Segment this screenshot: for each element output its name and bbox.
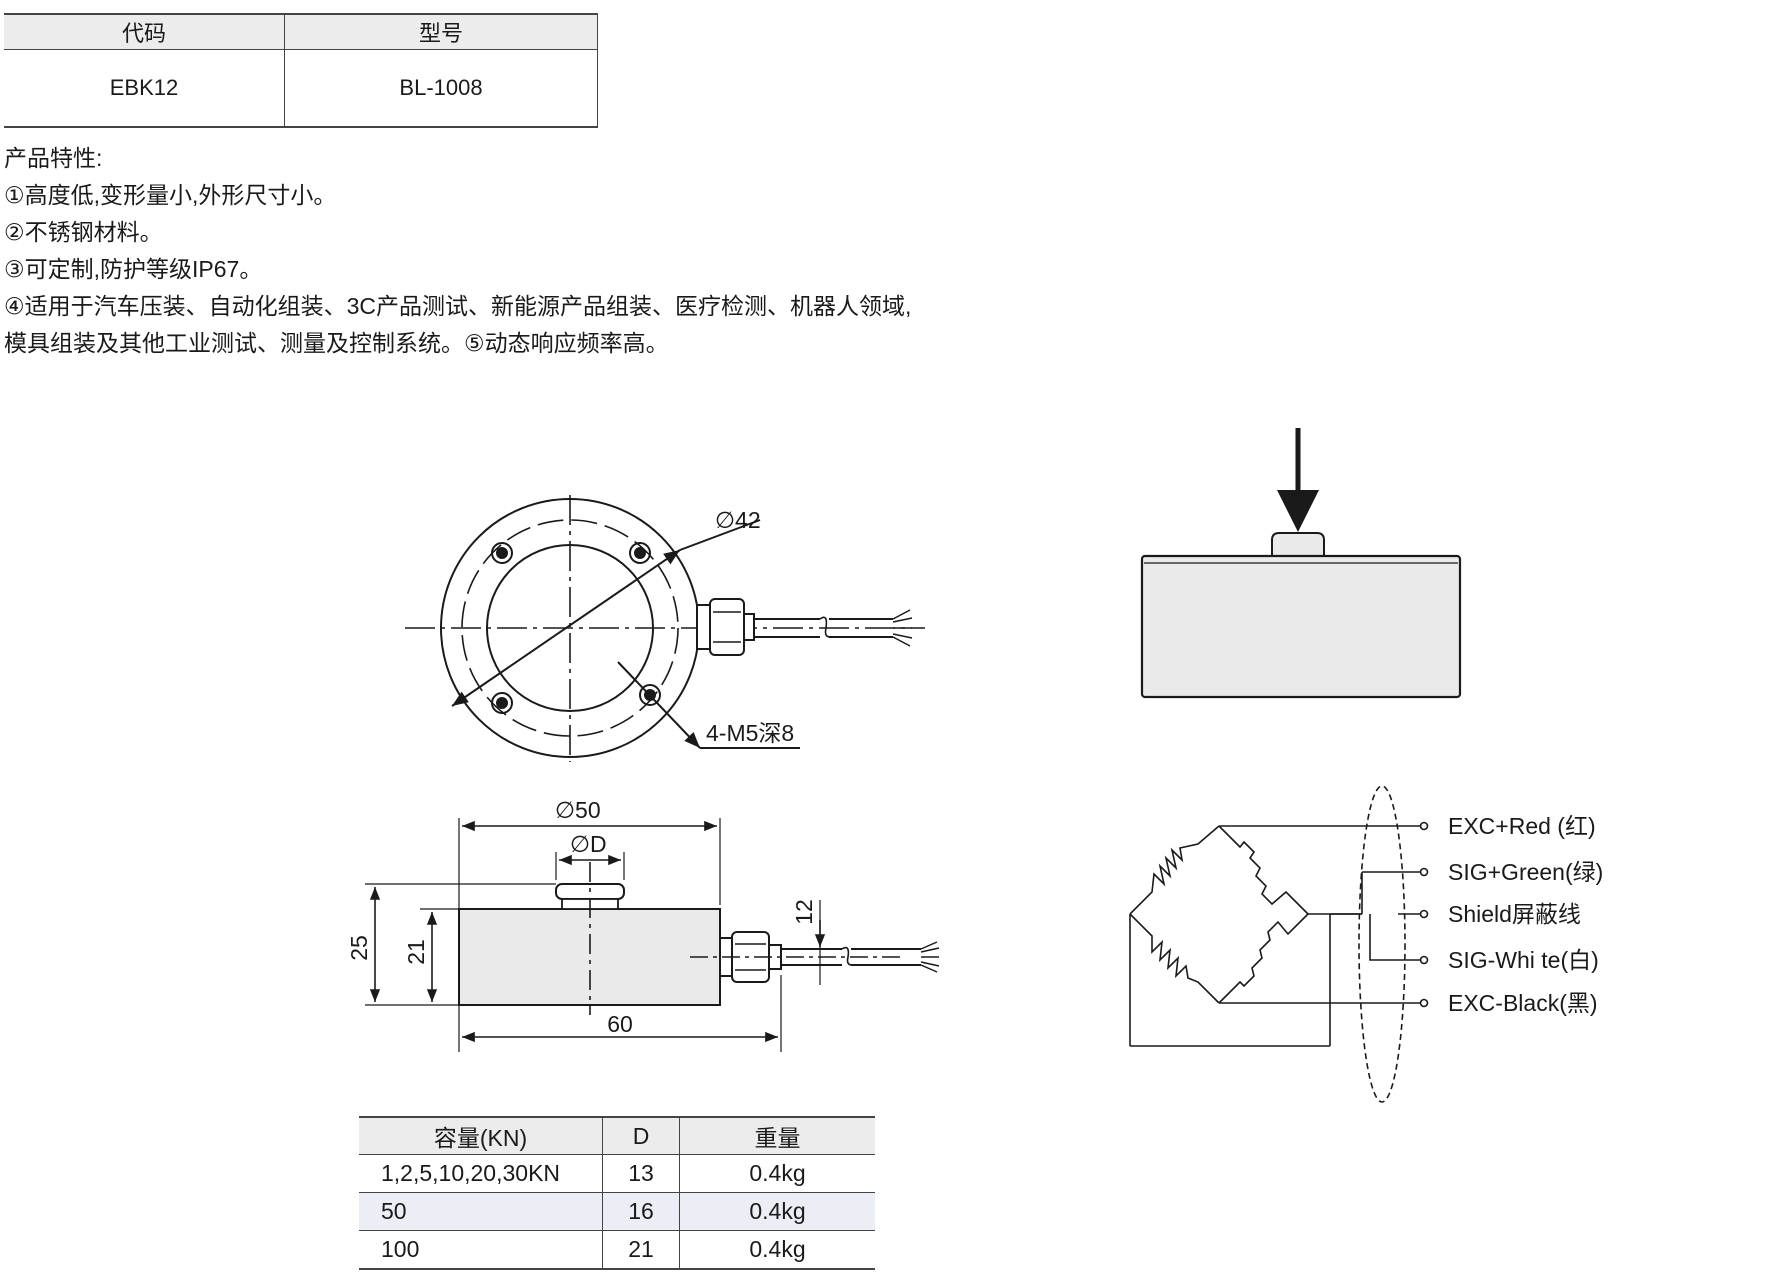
dim-overall-length: 60 [607,1011,633,1037]
dim-height-total: 25 [346,935,372,961]
weight-cell: 0.4kg [679,1230,875,1270]
front-view [365,818,940,1052]
d-cell: 16 [602,1192,680,1231]
capacity-cell: 50 [359,1192,603,1231]
code-value: EBK12 [4,49,285,128]
table-row: 100 21 0.4kg [359,1230,875,1270]
capacity-cell: 1,2,5,10,20,30KN [359,1154,603,1193]
table-row: 50 16 0.4kg [359,1192,875,1231]
header-model: 型号 [284,13,598,50]
code-table-header: 代码 型号 [4,13,598,50]
wire-label-exc-minus: EXC-Black(黑) [1448,990,1598,1016]
feature-line: ③可定制,防护等级IP67。 [4,256,263,282]
feature-line: 模具组装及其他工业测试、测量及控制系统。⑤动态响应频率高。 [4,330,669,356]
model-value: BL-1008 [284,49,598,128]
weight-cell: 0.4kg [679,1154,875,1193]
wire-label-sig-minus: SIG-Whi te(白) [1448,947,1599,973]
dim-height-body: 21 [403,939,429,965]
table-row: EBK12 BL-1008 [4,49,598,128]
dim-top-diameter: ∅42 [715,507,761,533]
product-features: 产品特性: ①高度低,变形量小,外形尺寸小。 ②不锈钢材料。 ③可定制,防护等级… [4,140,911,362]
table-row: 1,2,5,10,20,30KN 13 0.4kg [359,1154,875,1193]
dim-thread: 4-M5深8 [706,720,794,746]
dim-cable-offset: 12 [791,899,817,925]
header-weight: 重量 [679,1116,875,1155]
top-view [405,495,925,762]
wire-label-exc-plus: EXC+Red (红) [1448,813,1596,839]
capacity-table: 容量(KN) D 重量 1,2,5,10,20,30KN 13 0.4kg 50… [359,1116,875,1270]
feature-line: ①高度低,变形量小,外形尺寸小。 [4,182,337,208]
wire-label-sig-plus: SIG+Green(绿) [1448,859,1603,885]
load-diagram [1140,428,1462,699]
feature-line: ②不锈钢材料。 [4,219,163,245]
capacity-cell: 100 [359,1230,603,1270]
feature-line: ④适用于汽车压装、自动化组装、3C产品测试、新能源产品组装、医疗检测、机器人领域… [4,293,912,319]
header-d: D [602,1116,680,1155]
wiring-diagram [1129,785,1429,1103]
wire-label-shield: Shield屏蔽线 [1448,901,1581,927]
header-code: 代码 [4,13,285,50]
capacity-table-header: 容量(KN) D 重量 [359,1116,875,1155]
weight-cell: 0.4kg [679,1192,875,1231]
features-title: 产品特性: [4,145,103,171]
dim-button-diameter: ∅D [570,831,607,857]
d-cell: 21 [602,1230,680,1270]
dim-outer-diameter: ∅50 [555,797,601,823]
header-capacity: 容量(KN) [359,1116,603,1155]
d-cell: 13 [602,1154,680,1193]
code-table: 代码 型号 EBK12 BL-1008 [4,13,598,128]
